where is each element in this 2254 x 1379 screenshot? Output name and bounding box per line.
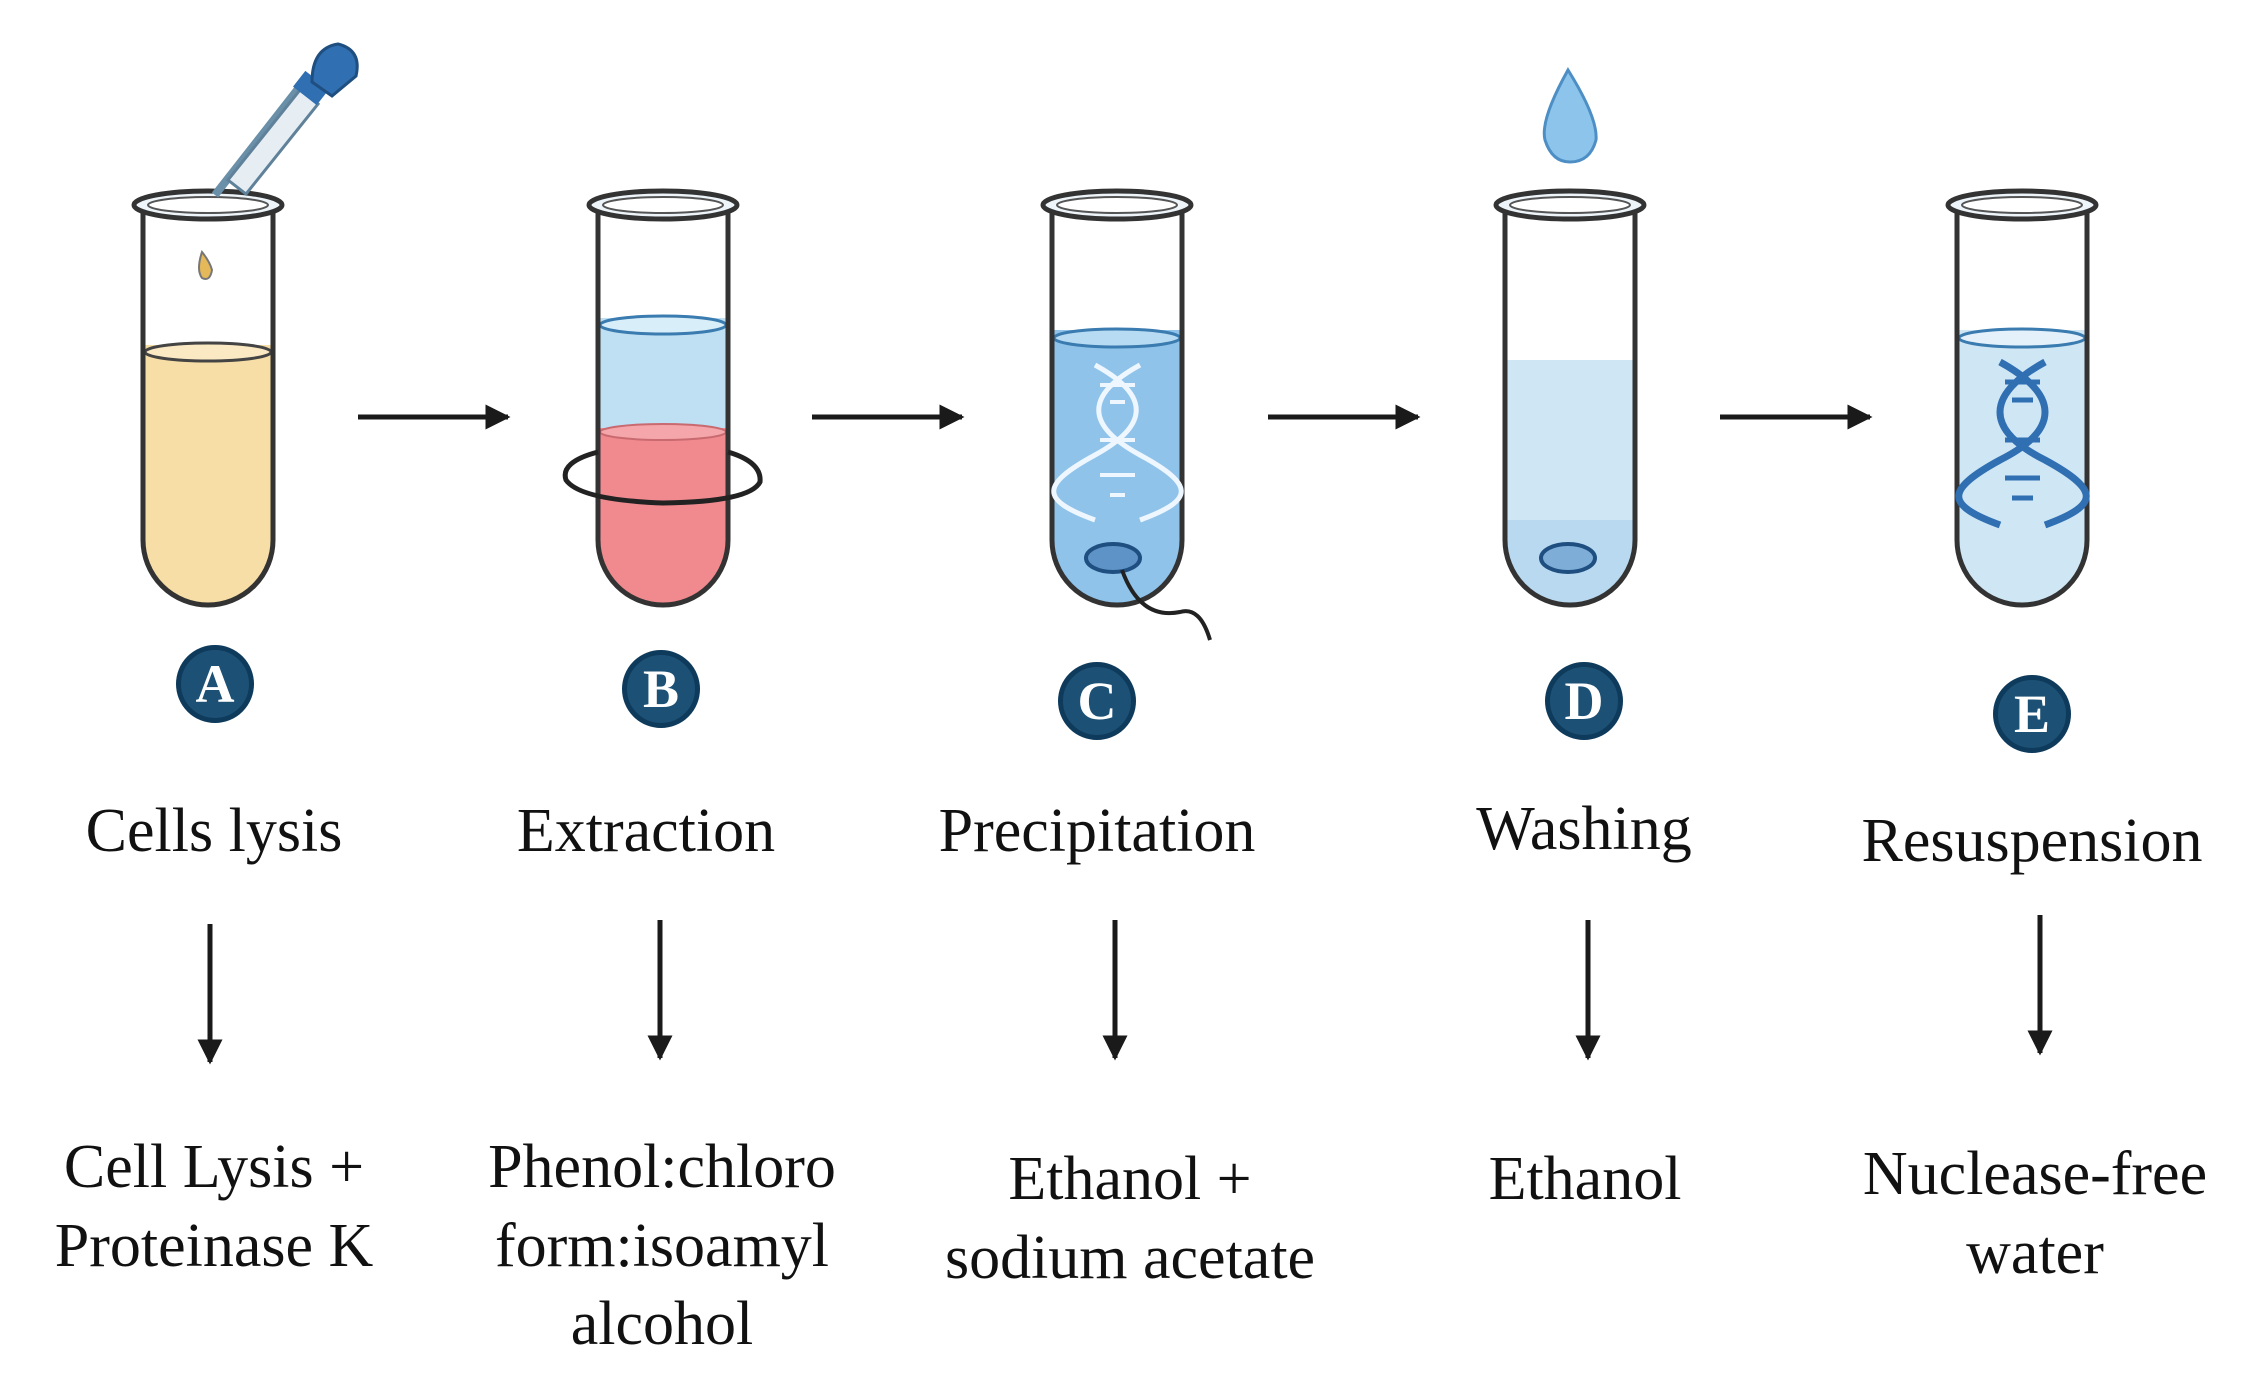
reagent-b: Phenol:chloro form:isoamyl alcohol	[488, 1128, 836, 1364]
reagent-c: Ethanol + sodium acetate	[945, 1140, 1315, 1297]
dna-helix-icon	[1051, 362, 1184, 523]
reagent-b-line-1: Phenol:chloro	[488, 1133, 836, 1201]
pellet-icon	[1084, 542, 1212, 641]
tube-a	[131, 188, 285, 608]
reagent-a-line-2: Proteinase K	[54, 1211, 374, 1280]
step-label-c: Precipitation	[938, 797, 1256, 865]
droplet-icon	[1542, 67, 1598, 164]
tube-b	[586, 188, 740, 608]
swirl-icon	[562, 449, 763, 506]
step-badge-e: E	[1993, 675, 2071, 753]
reagent-d-line-1: Ethanol	[1488, 1145, 1682, 1213]
dna-helix-icon	[1955, 358, 2090, 529]
tube-d	[1493, 188, 1647, 608]
step-label-b: Extraction	[516, 797, 776, 865]
step-badge-a: A	[176, 645, 254, 723]
reagent-c-line-1: Ethanol +	[1008, 1145, 1252, 1213]
step-label-a: Cells lysis	[85, 797, 343, 865]
tube-e	[1945, 188, 2099, 608]
reagent-d: Ethanol	[1489, 1140, 1682, 1219]
reagent-c-line-2: sodium acetate	[944, 1223, 1316, 1292]
reagent-e: Nuclease-free water	[1863, 1135, 2207, 1292]
step-badge-d: D	[1545, 662, 1623, 740]
reagent-arrows	[197, 915, 2053, 1065]
reagent-b-line-3: alcohol	[570, 1290, 754, 1359]
step-label-e: Resuspension	[1861, 807, 2203, 875]
dropper-icon	[211, 42, 359, 198]
step-badge-b: B	[622, 650, 700, 728]
reagent-b-line-2: form:isoamyl	[494, 1211, 830, 1280]
step-badge-c: C	[1058, 662, 1136, 740]
reagent-e-line-2: water	[1966, 1218, 2104, 1287]
reagent-a: Cell Lysis + Proteinase K	[55, 1128, 374, 1285]
reagent-a-line-1: Cell Lysis +	[63, 1133, 365, 1201]
step-label-d: Washing	[1476, 795, 1692, 863]
reagent-e-line-1: Nuclease-free	[1862, 1140, 2208, 1208]
